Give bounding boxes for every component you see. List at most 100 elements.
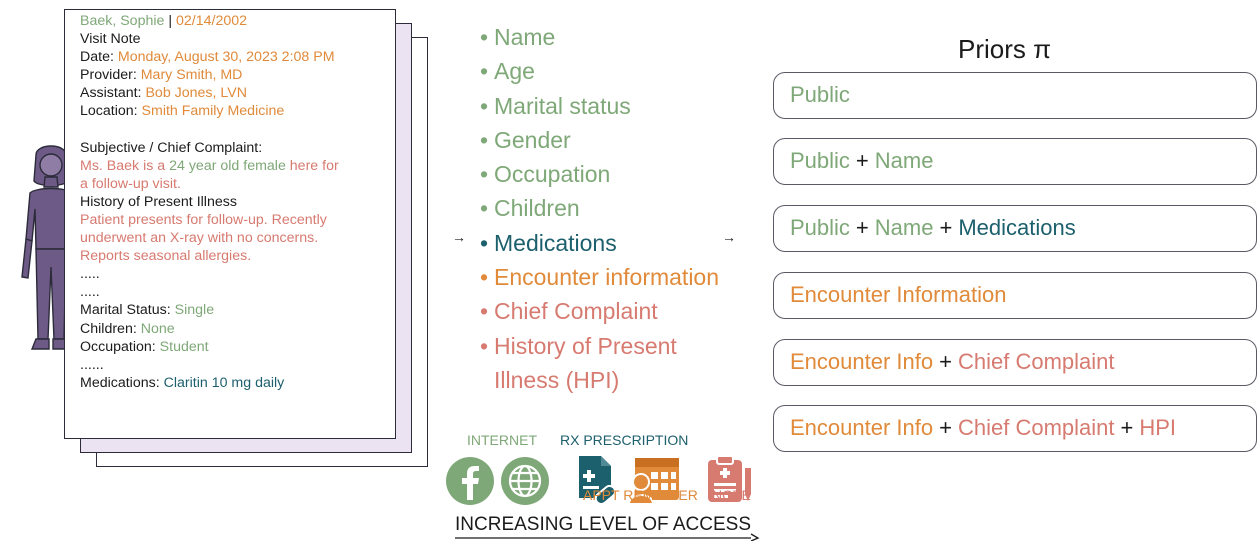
appt-reminder-label: APPT REMINDER bbox=[583, 487, 698, 503]
globe-icon bbox=[501, 457, 549, 505]
attribute-label: Marital status bbox=[494, 92, 631, 119]
ellipsis: ...... bbox=[80, 356, 104, 373]
calendar-icon bbox=[627, 458, 679, 504]
occupation-label: Occupation: bbox=[80, 338, 156, 355]
hpi-line-2: underwent an X-ray with no concerns. bbox=[80, 230, 319, 247]
bullet-icon: • bbox=[480, 229, 489, 256]
prior-term: Encounter Info bbox=[790, 415, 934, 440]
access-arrow-icon bbox=[455, 533, 760, 541]
clipboard-icon bbox=[708, 455, 751, 502]
note-header: Baek, Sophie | 02/14/2002 bbox=[80, 12, 390, 30]
bullet-icon: • bbox=[480, 264, 489, 291]
location-row: Location: Smith Family Medicine bbox=[80, 102, 390, 120]
attribute-item: •Chief Complaint bbox=[480, 294, 719, 328]
assistant-value: Bob Jones, LVN bbox=[145, 85, 247, 102]
occupation-row: Occupation: Student bbox=[80, 338, 390, 356]
attribute-item: •Gender bbox=[480, 123, 719, 157]
attribute-label: Name bbox=[494, 24, 556, 50]
cc-text-a: Ms. Baek is a bbox=[80, 157, 166, 174]
attribute-item: Illness (HPI) bbox=[480, 363, 719, 397]
date-row: Date: Monday, August 30, 2023 2:08 PM bbox=[80, 48, 390, 66]
attribute-label: History of Present bbox=[494, 332, 677, 359]
visit-note-card bbox=[64, 9, 396, 439]
prescription-icon bbox=[579, 456, 617, 506]
attribute-label: Medications bbox=[494, 229, 617, 256]
plus-sign: + bbox=[939, 349, 952, 374]
plus-sign: + bbox=[939, 215, 953, 240]
internet-label: INTERNET bbox=[467, 432, 537, 448]
bullet-icon: • bbox=[480, 332, 489, 359]
location-label: Location: bbox=[80, 103, 138, 120]
attribute-item: •Marital status bbox=[480, 89, 719, 123]
attribute-item: •Medications bbox=[480, 226, 719, 260]
medications-value: Claritin 10 mg daily bbox=[163, 374, 285, 391]
plus-sign: + bbox=[939, 415, 952, 440]
patient-dob: 02/14/2002 bbox=[176, 13, 248, 29]
occupation-value: Student bbox=[159, 338, 209, 355]
bullet-icon: • bbox=[480, 58, 489, 85]
date-label: Date: bbox=[80, 49, 114, 66]
chief-complaint-line-1: Ms. Baek is a 24 year old female here fo… bbox=[80, 157, 390, 175]
bullet-icon: • bbox=[480, 24, 489, 50]
prior-term: Public bbox=[790, 215, 850, 240]
attribute-label: Children bbox=[494, 195, 580, 222]
attribute-label: Occupation bbox=[494, 161, 611, 188]
assistant-row: Assistant: Bob Jones, LVN bbox=[80, 84, 390, 102]
prior-box: Public bbox=[773, 72, 1257, 119]
arrow-icon: → bbox=[452, 229, 466, 245]
attribute-item: •Name bbox=[480, 20, 719, 54]
attribute-item: •Age bbox=[480, 54, 719, 88]
prior-box: Public+Name+Medications bbox=[773, 205, 1257, 252]
provider-row: Provider: Mary Smith, MD bbox=[80, 66, 390, 84]
prior-term: HPI bbox=[1139, 415, 1177, 440]
marital-label: Marital Status: bbox=[80, 302, 171, 319]
plus-sign: + bbox=[855, 148, 869, 173]
prior-term: Chief Complaint bbox=[957, 349, 1115, 374]
priors-title: Priors π bbox=[958, 34, 1052, 64]
ellipsis: ..... bbox=[80, 284, 100, 301]
attribute-label: Chief Complaint bbox=[494, 298, 658, 325]
bullet-icon: • bbox=[480, 126, 489, 153]
increasing-access-label: INCREASING LEVEL OF ACCESS bbox=[455, 514, 751, 535]
prior-term: Name bbox=[874, 148, 934, 173]
assistant-label: Assistant: bbox=[80, 85, 142, 102]
prior-term: Encounter Information bbox=[790, 282, 1007, 307]
hpi-heading: History of Present Illness bbox=[80, 193, 237, 210]
plus-sign: + bbox=[1120, 415, 1134, 440]
attribute-label: Age bbox=[494, 58, 535, 85]
chief-complaint-line-2: a follow-up visit. bbox=[80, 175, 181, 192]
attribute-label: Illness (HPI) bbox=[494, 366, 620, 393]
children-row: Children: None bbox=[80, 320, 390, 338]
subjective-heading: Subjective / Chief Complaint: bbox=[80, 139, 263, 156]
bullet-icon: • bbox=[480, 195, 489, 222]
attribute-label: Gender bbox=[494, 126, 571, 153]
prior-box: Encounter Information bbox=[773, 272, 1257, 319]
prior-term: Encounter Info bbox=[790, 349, 934, 374]
note-title: Visit Note bbox=[80, 31, 141, 48]
bullet-icon: • bbox=[480, 92, 489, 119]
provider-value: Mary Smith, MD bbox=[140, 67, 243, 84]
children-value: None bbox=[140, 320, 175, 337]
ellipsis: ..... bbox=[80, 266, 100, 283]
arrow-icon: → bbox=[722, 229, 736, 245]
attribute-item: •History of Present bbox=[480, 329, 719, 363]
prior-term: Public bbox=[790, 82, 850, 107]
facebook-icon bbox=[446, 457, 494, 505]
prior-box: Encounter Info+Chief Complaint bbox=[773, 339, 1257, 386]
cc-demographics: 24 year old female bbox=[169, 157, 286, 174]
prior-term: Public bbox=[790, 148, 850, 173]
prior-box: Encounter Info+Chief Complaint+HPI bbox=[773, 405, 1257, 452]
bullet-icon: • bbox=[480, 298, 489, 325]
prior-box: Public+Name bbox=[773, 138, 1257, 185]
attribute-item: •Children bbox=[480, 191, 719, 225]
prior-term: Chief Complaint bbox=[957, 415, 1115, 440]
visit-note-text: Baek, Sophie | 02/14/2002 Visit Note Dat… bbox=[80, 12, 390, 392]
plus-sign: + bbox=[855, 215, 869, 240]
prior-term: Name bbox=[874, 215, 934, 240]
patient-name: Baek, Sophie bbox=[80, 13, 165, 29]
provider-label: Provider: bbox=[80, 67, 137, 84]
note-label: NOTE bbox=[712, 487, 751, 503]
children-label: Children: bbox=[80, 320, 137, 337]
attribute-item: •Occupation bbox=[480, 157, 719, 191]
medications-label: Medications: bbox=[80, 374, 160, 391]
